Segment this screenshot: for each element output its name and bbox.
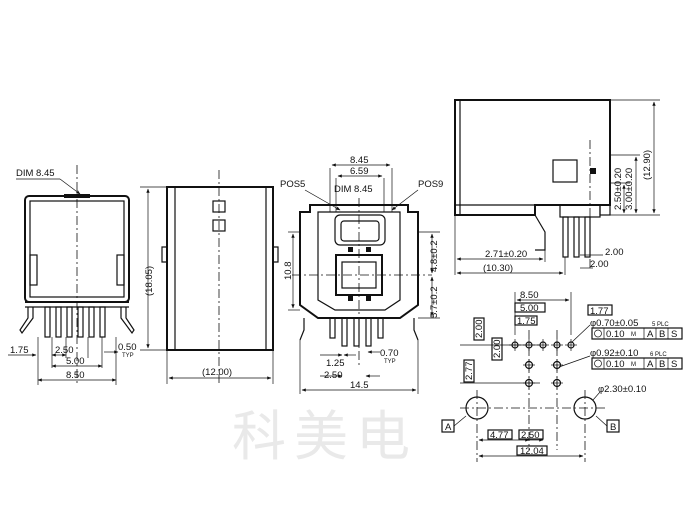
profile-dim-2-00-a: 2.00 [605,247,624,258]
profile-dim-12-90: (12.90) [642,150,653,180]
fcf-small-m: M [631,332,636,338]
profile-dim-2-00-b: 2.00 [590,259,609,270]
front-dim-5-00: 5.00 [66,356,85,367]
profile-dim-3-00: 3.00±0.20 [624,168,635,210]
pos-left-label: POS5 [280,179,305,190]
fcf-mid-a: A [647,359,654,370]
front-dim-0-50: 0.50 [118,342,137,353]
front-typ: TYP [122,353,134,359]
top-dim-1-25: 1.25 [326,358,345,369]
pcb-dim-8-50: 8.50 [520,290,539,301]
fcf-mid-s: S [671,359,677,370]
fcf-small: 0.10 M A B S [591,327,683,340]
pos-right-label: POS9 [418,179,443,190]
fcf-mid-b: B [659,359,665,370]
hole-mid-plc: 6 PLC [650,352,667,358]
front-dim-label: DIM 8.45 [16,168,55,179]
hole-big-callout: φ2.30±0.10 [598,384,646,395]
side-dim-height: (18.05) [144,266,155,296]
pcb-dim-4-77: 4.77 [490,430,509,441]
top-dim-2-50: 2.50 [324,370,343,381]
pcb-dim-5-00: 5.00 [520,303,539,314]
front-view: DIM 8.45 [8,165,137,385]
top-dim-6-59: 6.59 [350,166,369,177]
pcb-dim-2-77: 2.77 [464,362,475,381]
top-typ: TYP [384,359,396,365]
fcf-small-a: A [647,329,654,340]
datum-a-label: A [445,422,452,433]
pcb-dim-2-00-a: 2.00 [474,320,485,339]
fcf-small-s: S [671,329,677,340]
profile-dim-2-50: 2.50±0.20 [613,168,624,210]
top-dim-5-7: 5.7±0.2 [429,286,440,318]
pcb-dim-1-77: 1.77 [590,306,609,317]
profile-dim-10-30: (10.30) [483,263,513,274]
side-dim-width: (12.00) [202,367,232,378]
top-dim-label: DIM 8.45 [334,184,373,195]
fcf-mid: 0.10 M A B S [591,357,683,370]
pcb-dim-1-75: 1.75 [517,316,536,327]
pcb-dim-12-04: 12.04 [520,446,544,457]
top-dim-10-8: 10.8 [283,262,294,281]
datum-b-label: B [610,422,616,433]
hole-small-plc: 5 PLC [652,322,669,328]
front-dim-2-50: 2.50 [55,345,74,356]
pcb-dim-2-50: 2.50 [521,430,540,441]
top-dim-14-5: 14.5 [350,380,369,391]
hole-small-callout: φ0.70±0.05 [590,318,638,329]
top-dim-4-8: 4.8±0.2 [429,240,440,272]
top-dim-0-70: 0.70 [380,348,399,359]
fcf-small-b: B [659,329,665,340]
pcb-dim-2-00-b: 2.00 [492,340,503,359]
watermark-text: 科美电 [232,405,418,468]
front-dim-1-75: 1.75 [10,345,29,356]
pcb-layout: 8.50 5.00 1.75 1.77 2.00 2.00 2.77 [441,290,683,462]
top-view: POS5 POS9 DIM 8.45 [280,155,443,394]
top-dim-8-45: 8.45 [350,155,369,166]
fcf-small-tol: 0.10 [606,329,625,340]
profile-dim-2-71: 2.71±0.20 [485,249,527,260]
fcf-mid-m: M [631,362,636,368]
profile-view: (12.90) 3.00±0.20 2.50±0.20 2.71±0.20 (1… [454,99,660,275]
fcf-mid-tol: 0.10 [606,359,625,370]
front-dim-8-50: 8.50 [66,370,85,381]
hole-mid-callout: φ0.92±0.10 [590,348,638,359]
side-view: (18.05) (12.00) [140,170,279,385]
